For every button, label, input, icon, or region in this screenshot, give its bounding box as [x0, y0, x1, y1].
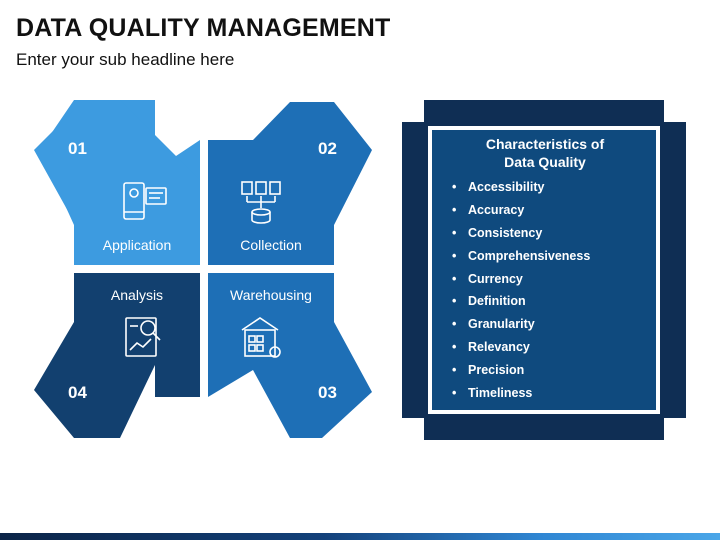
list-item: Consistency — [452, 224, 590, 247]
page-title: DATA QUALITY MANAGEMENT — [16, 14, 391, 42]
mobile-app-icon — [123, 182, 167, 220]
quadrant-01-number: 01 — [68, 139, 87, 158]
list-item: Precision — [452, 361, 590, 384]
quadrant-03-label: Warehousing — [230, 287, 312, 303]
analysis-report-icon — [125, 317, 161, 357]
quadrant-04-shape — [34, 273, 200, 438]
quadrant-04-label: Analysis — [110, 287, 164, 303]
list-item: Currency — [452, 270, 590, 293]
quadrant-02-number: 02 — [318, 139, 337, 158]
quadrant-01-label: Application — [102, 237, 172, 253]
list-item: Definition — [452, 292, 590, 315]
list-item: Relevancy — [452, 338, 590, 361]
list-item: Timeliness — [452, 384, 590, 407]
characteristics-list: Accessibility Accuracy Consistency Compr… — [452, 178, 590, 407]
list-item: Accuracy — [452, 201, 590, 224]
warehouse-gear-icon — [241, 317, 281, 358]
characteristics-heading: Characteristics of Data Quality — [432, 135, 658, 171]
page-subtitle: Enter your sub headline here — [16, 50, 235, 69]
quadrant-02-shape — [208, 102, 372, 265]
list-item: Accessibility — [452, 178, 590, 201]
characteristics-heading-line1: Characteristics of — [485, 136, 605, 152]
data-collection-icon — [241, 181, 281, 224]
characteristics-heading-line2: Data Quality — [504, 154, 586, 170]
list-item: Comprehensiveness — [452, 247, 590, 270]
quadrant-03-number: 03 — [318, 383, 337, 402]
quadrant-02-label: Collection — [240, 237, 302, 253]
quadrant-03-shape — [208, 273, 372, 438]
list-item: Granularity — [452, 315, 590, 338]
footer-gradient-bar — [0, 533, 720, 540]
quadrant-04-number: 04 — [68, 383, 87, 402]
